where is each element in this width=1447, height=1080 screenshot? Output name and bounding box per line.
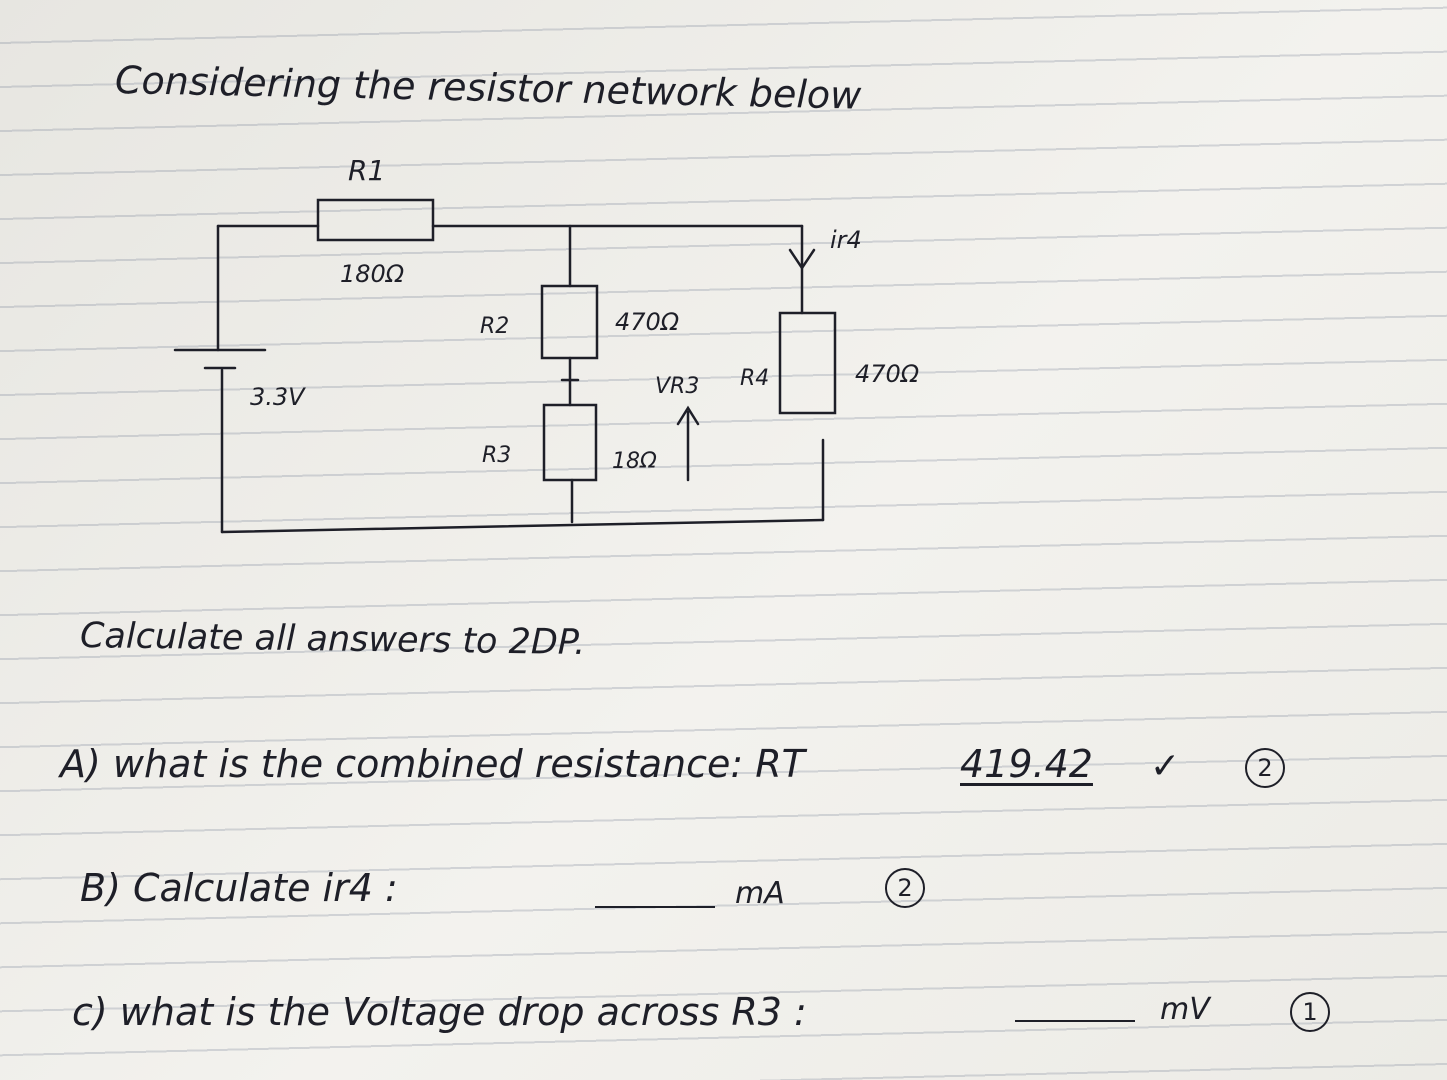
- current-arrow-icon: [788, 248, 816, 271]
- r4-name: R4: [740, 366, 769, 391]
- question-c-text: c) what is the Voltage drop across R3 :: [72, 990, 807, 1034]
- r2-value: 470Ω: [615, 308, 680, 336]
- question-a-answer: 419.42: [960, 742, 1093, 786]
- question-c-answer-blank[interactable]: [1015, 1020, 1135, 1022]
- voltage-arrow-icon: [676, 405, 700, 426]
- check-mark-icon: ✓: [1150, 746, 1181, 787]
- question-b-marks: 2: [885, 868, 925, 908]
- source-label: 3.3V: [250, 383, 306, 411]
- resistor-r2: [540, 284, 599, 360]
- question-a-marks: 2: [1245, 748, 1285, 788]
- r3-value: 18Ω: [612, 449, 657, 474]
- r4-value: 470Ω: [855, 360, 920, 388]
- r1-name: R1: [348, 154, 385, 187]
- instruction-text: Calculate all answers to 2DP.: [79, 616, 586, 664]
- r3-name: R3: [482, 443, 511, 468]
- question-b-text: B) Calculate ir4 :: [80, 866, 398, 910]
- wire-bottom: [220, 518, 825, 534]
- r1-value: 180Ω: [340, 260, 405, 288]
- current-label: ir4: [830, 226, 862, 254]
- question-c-marks: 1: [1290, 992, 1330, 1032]
- question-b-unit: mA: [735, 876, 785, 911]
- voltage-label: VR3: [655, 374, 699, 399]
- question-c-unit: mV: [1160, 992, 1210, 1027]
- question-b-answer-blank[interactable]: [595, 906, 715, 908]
- resistor-r4: [778, 311, 837, 415]
- question-a-text: A) what is the combined resistance: RT: [60, 742, 805, 786]
- r2-name: R2: [480, 314, 509, 339]
- resistor-r3: [542, 403, 598, 482]
- resistor-r1: [316, 198, 435, 242]
